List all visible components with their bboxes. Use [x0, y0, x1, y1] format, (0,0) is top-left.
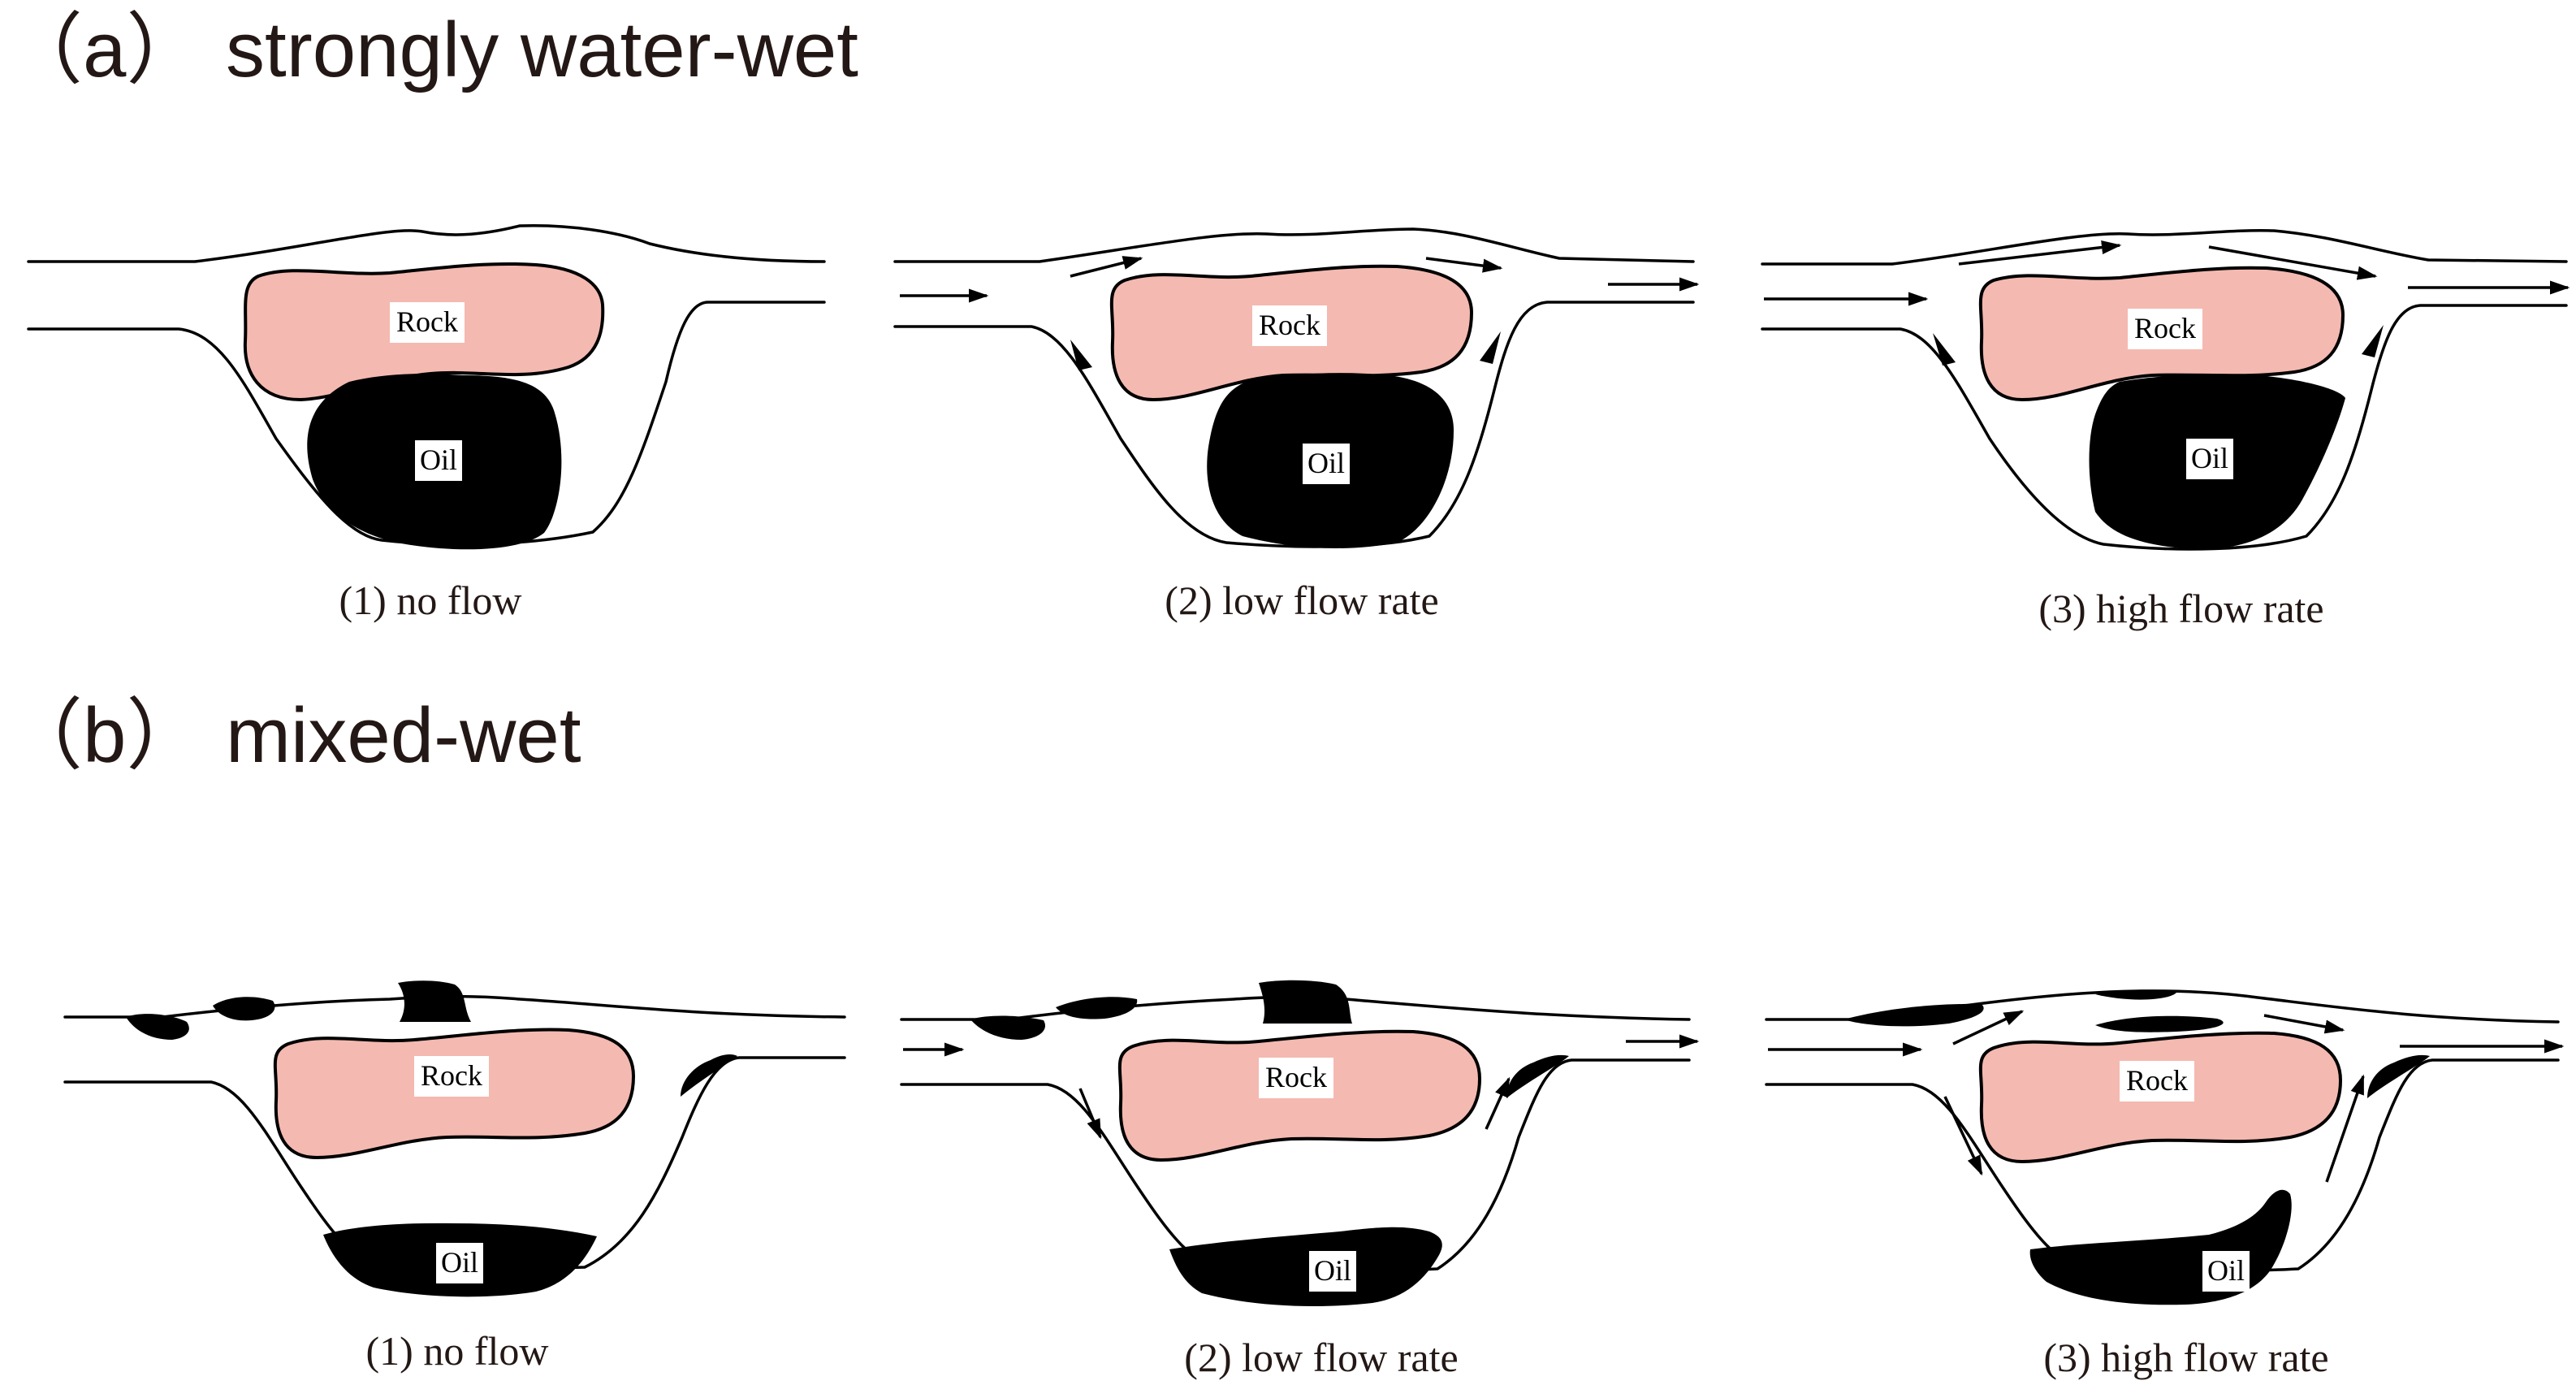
oil-blob [2029, 1189, 2292, 1305]
rock-label: Rock [421, 1059, 482, 1092]
panel-caption: (2) low flow rate [1165, 578, 1438, 623]
oil-label: Oil [2191, 442, 2228, 474]
oil-patch [2095, 989, 2176, 1000]
flow-arrow [1485, 1076, 1511, 1130]
section-a-title: （a） strongly water-wet [5, 6, 858, 93]
oil-patch [1056, 997, 1138, 1019]
pore-top-wall [1765, 989, 2560, 1024]
oil-label: Oil [1307, 447, 1345, 479]
panel-caption: (3) high flow rate [2043, 1335, 2328, 1380]
panel-b1: Rock Oil (1) no flow [63, 980, 846, 1374]
oil-patch [1506, 1054, 1569, 1098]
flow-arrowhead [1480, 331, 1501, 364]
oil-patch [2367, 1054, 2430, 1098]
flow-arrowhead [1933, 333, 1956, 366]
flow-arrowhead [2362, 325, 2384, 357]
oil-label: Oil [2207, 1254, 2245, 1287]
panel-caption: (2) low flow rate [1184, 1335, 1458, 1380]
rock-label: Rock [396, 305, 458, 338]
rock-label: Rock [2134, 312, 2196, 344]
panel-caption: (1) no flow [339, 578, 522, 623]
flow-arrow [1425, 257, 1503, 273]
oil-patch [126, 1014, 189, 1040]
oil-patch [1843, 1003, 1984, 1027]
flow-arrow [1078, 1088, 1102, 1140]
oil-label: Oil [441, 1246, 478, 1279]
panel-b2: Rock Oil (2) low flow rate [900, 980, 1700, 1380]
pore-top-wall [893, 227, 1695, 263]
flow-arrow [1070, 256, 1143, 278]
oil-label: Oil [420, 444, 457, 476]
flow-arrowhead [1070, 340, 1092, 370]
flow-arrow [1943, 1096, 1983, 1176]
oil-patch [2095, 1015, 2224, 1032]
oil-patch [970, 1015, 1045, 1040]
oil-patch [398, 980, 471, 1022]
panel-caption: (3) high flow rate [2038, 586, 2323, 631]
flow-arrow [2208, 245, 2378, 280]
pore-top-wall [1761, 228, 2568, 266]
section-b-title: （b） mixed-wet [5, 692, 581, 779]
oil-label: Oil [1314, 1254, 1351, 1287]
rock-label: Rock [1259, 309, 1320, 341]
rock-label: Rock [1265, 1061, 1327, 1093]
panel-a3: Rock Oil (3) high flow rate [1761, 228, 2570, 631]
pore-top-wall [27, 223, 826, 263]
flow-arrow [2263, 1014, 2345, 1034]
oil-patch [1259, 980, 1352, 1024]
flow-arrow [2325, 1074, 2365, 1183]
panel-a1: Rock Oil (1) no flow [27, 223, 826, 623]
oil-patch [213, 997, 275, 1021]
flow-arrow [1958, 240, 2122, 266]
rock-label: Rock [2126, 1064, 2188, 1097]
panel-b3: Rock Oil (3) high flow rate [1765, 989, 2565, 1380]
oil-patch [681, 1054, 737, 1097]
panel-a2: Rock Oil (2) low flow rate [893, 227, 1700, 623]
flow-arrow [1952, 1010, 2025, 1045]
panel-caption: (1) no flow [366, 1328, 549, 1374]
oil-blob [1169, 1227, 1442, 1306]
